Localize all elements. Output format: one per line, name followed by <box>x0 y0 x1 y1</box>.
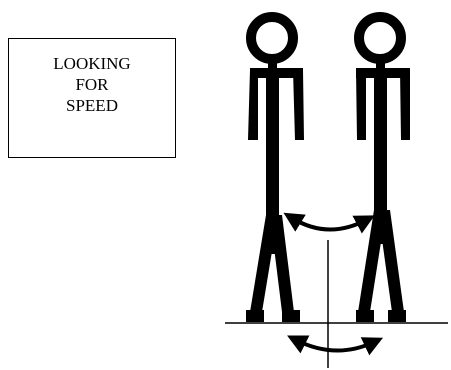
upper-curved-double-arrow <box>292 218 366 230</box>
left-figure-right-leg <box>270 215 294 312</box>
right-figure-head <box>359 17 401 59</box>
lower-curved-double-arrow <box>296 340 374 351</box>
left-figure-right-arm <box>293 70 304 140</box>
right-figure-right-arm <box>400 70 410 140</box>
left-figure-left-arm <box>248 70 258 140</box>
right-figure-left-foot <box>356 310 374 322</box>
right-figure-left-arm <box>356 70 366 140</box>
right-stick-figure <box>356 17 410 322</box>
left-figure-head <box>251 17 293 59</box>
right-figure-right-foot <box>388 310 406 322</box>
left-figure-right-foot <box>282 310 300 322</box>
left-stick-figure <box>246 17 304 322</box>
right-figure-right-leg <box>378 210 404 312</box>
left-figure-left-foot <box>246 310 264 322</box>
